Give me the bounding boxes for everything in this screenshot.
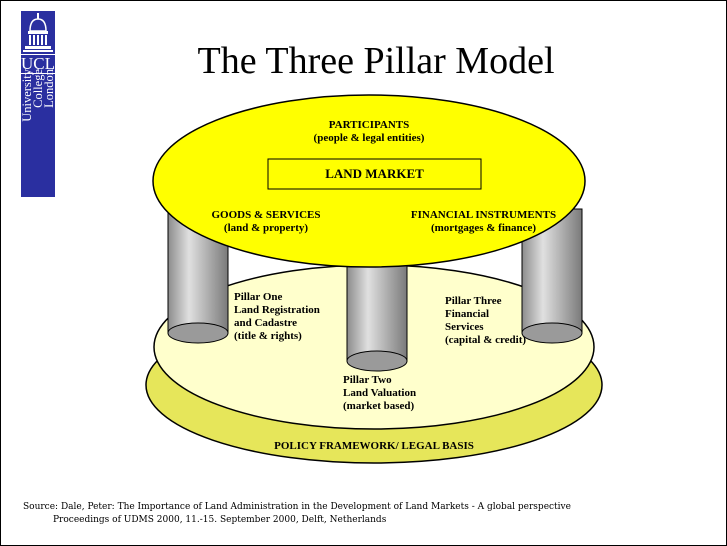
ucl-logo: UCL University College London [20, 11, 56, 197]
source-line-1: Source: Dale, Peter: The Importance of L… [23, 502, 571, 512]
pillar-three-line: (capital & credit) [445, 334, 527, 346]
logo-text: UCL [21, 54, 55, 74]
pillar-three-line: Services [445, 321, 484, 333]
financial-instruments-label: FINANCIAL INSTRUMENTS (mortgages & finan… [386, 209, 581, 235]
participants-sub: (people & legal entities) [313, 132, 425, 144]
pillar-one-line: and Cadastre [234, 317, 298, 329]
pillar-two-line: Pillar Two [343, 374, 392, 386]
pillar-three-line: Pillar Three [445, 295, 502, 307]
goods-services-sub: (land & property) [223, 222, 309, 234]
goods-services-title: GOODS & SERVICES [211, 209, 321, 221]
source-citation: Source: Dale, Peter: The Importance of L… [23, 501, 723, 527]
pillar-one-line: Land Registration [234, 304, 320, 316]
land-market-label: LAND MARKET [325, 166, 424, 181]
pillar-one-label: Pillar One Land Registration and Cadastr… [234, 291, 349, 343]
pillar-one-line: Pillar One [234, 291, 283, 303]
pillar-two-label: Pillar Two Land Valuation (market based) [343, 374, 458, 413]
participants-title: PARTICIPANTS [328, 119, 410, 131]
financial-instruments-title: FINANCIAL INSTRUMENTS [410, 209, 557, 221]
pillar-three-line: Financial [445, 308, 490, 320]
policy-framework-label: POLICY FRAMEWORK/ LEGAL BASIS [274, 440, 474, 452]
pillar-two-line: Land Valuation [343, 387, 417, 399]
pillar-three-label: Pillar Three Financial Services (capital… [445, 295, 545, 347]
dome-icon [23, 13, 53, 52]
pillar-one-line: (title & rights) [234, 330, 302, 342]
pillar-two-line: (market based) [343, 400, 415, 412]
slide-title: The Three Pillar Model [197, 40, 555, 82]
financial-instruments-sub: (mortgages & finance) [430, 222, 537, 234]
three-pillar-diagram [145, 94, 603, 464]
participants-label: PARTICIPANTS (people & legal entities) [269, 119, 469, 145]
source-line-2: Proceedings of UDMS 2000, 11.-15. Septem… [53, 515, 387, 525]
goods-services-label: GOODS & SERVICES (land & property) [191, 209, 341, 235]
land-market-box [267, 158, 482, 190]
